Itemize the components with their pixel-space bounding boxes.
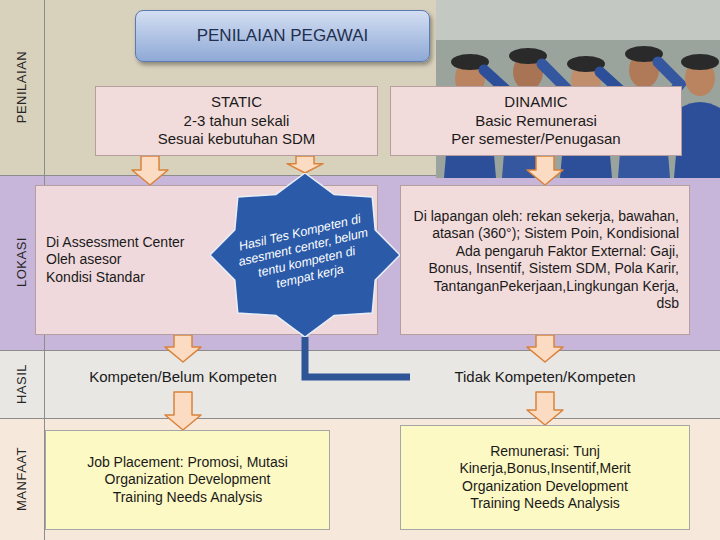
box-text: Sesuai kebutuhan SDM — [158, 130, 316, 149]
connector — [132, 156, 168, 185]
photo-sky — [436, 0, 720, 40]
box-text: Oleh asesor — [46, 251, 121, 269]
block-arrow — [165, 392, 201, 430]
starburst-outline — [210, 173, 400, 337]
row-label: MANFAAT — [11, 420, 33, 538]
block-arrow — [132, 156, 168, 185]
box-text: DINAMIC — [504, 93, 567, 112]
box-text: Job Placement: Promosi, Mutasi — [87, 454, 288, 472]
box-text: Kompeten/Belum Kompeten — [89, 368, 277, 387]
block-arrow — [527, 335, 563, 362]
connector — [165, 335, 201, 362]
row-label: LOKASI — [11, 177, 33, 347]
result-box: Tidak Kompeten/Kompeten — [410, 362, 680, 392]
box-text: Training Needs Analysis — [470, 495, 620, 513]
result-box: Kompeten/Belum Kompeten — [70, 362, 296, 392]
connector-line — [305, 337, 410, 377]
row-label: HASIL — [11, 352, 33, 416]
box-text: Per semester/Penugasan — [451, 130, 620, 149]
box-text: Di lapangan oleh: rekan sekerja, bawahan… — [411, 208, 679, 313]
box-text: Tidak Kompeten/Kompeten — [454, 368, 635, 387]
period-box: STATIC2-3 tahun sekaliSesuai kebutuhan S… — [95, 86, 378, 156]
row-label: PENILAIAN — [11, 2, 33, 172]
connector — [527, 335, 563, 362]
box-text: Organization Development — [105, 471, 271, 489]
row-divider — [0, 350, 720, 351]
box-text: Organization Development — [462, 478, 628, 496]
connector — [305, 337, 410, 377]
location-box: Di lapangan oleh: rekan sekerja, bawahan… — [400, 185, 690, 335]
box-text: Remunerasi: Tunj Kinerja,Bonus,Insentif,… — [415, 443, 675, 478]
connector — [287, 156, 323, 173]
box-text: Training Needs Analysis — [113, 489, 263, 507]
box-text: STATIC — [211, 93, 262, 112]
diagram-title: PENILAIAN PEGAWAI — [197, 26, 369, 46]
block-arrow — [165, 335, 201, 362]
benefit-box: Remunerasi: Tunj Kinerja,Bonus,Insentif,… — [400, 425, 690, 530]
connector — [527, 156, 563, 185]
block-arrow — [527, 156, 563, 185]
block-arrow — [287, 156, 323, 173]
box-text: Kondisi Standar — [46, 269, 145, 287]
block-arrow — [527, 392, 563, 425]
connector — [527, 392, 563, 425]
box-text: 2-3 tahun sekali — [184, 112, 290, 131]
title-box: PENILAIAN PEGAWAI — [135, 10, 430, 62]
period-box: DINAMICBasic RemunerasiPer semester/Penu… — [390, 86, 682, 156]
box-text: Di Assessment Center — [46, 234, 185, 252]
box-text: Basic Remunerasi — [475, 112, 597, 131]
row-divider — [0, 418, 720, 419]
connector — [165, 392, 201, 430]
benefit-box: Job Placement: Promosi, MutasiOrganizati… — [45, 430, 330, 530]
note-starburst: Hasil Tes Kompeten di asesment center, b… — [210, 173, 400, 337]
